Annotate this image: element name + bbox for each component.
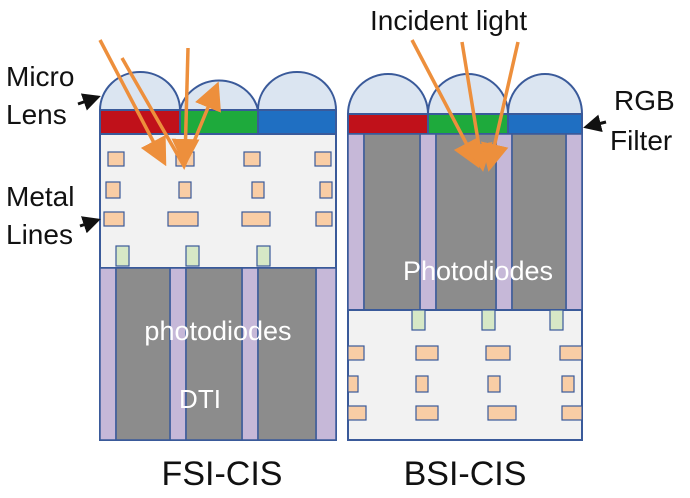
bsi-photodiodes (363, 133, 567, 311)
bsi-filter-red (347, 113, 429, 135)
fsi-photodiodes (115, 267, 317, 441)
fsi-ray-1 (98, 39, 167, 167)
fsi-cis-caption: FSI-CIS (162, 455, 283, 493)
bsi-ray-1 (410, 39, 480, 169)
fsi-lens-3 (256, 71, 338, 111)
metal-lines-label-line2: Lines (6, 219, 73, 250)
fsi-vias (115, 245, 271, 267)
fsi-photodiodes-label: photodiodes (144, 316, 291, 346)
bsi-metal-layer (347, 309, 583, 441)
bsi-color-filter (347, 113, 583, 135)
bsi-cis: Photodiodes BSI-CIS (346, 73, 584, 493)
fsi-metal-layer (99, 133, 337, 269)
rgb-filter-pointer (583, 114, 607, 133)
metal-lines-pointer (79, 216, 101, 234)
bsi-lens-1 (346, 73, 430, 115)
bsi-ray-3 (481, 41, 520, 172)
micro-lens-label-line1: Micro (6, 61, 74, 92)
bsi-dti-walls (347, 133, 583, 311)
fsi-cis: photodiodes DTI FSI-CIS (98, 71, 338, 493)
bsi-micro-lenses (346, 73, 584, 115)
incident-light-label: Incident light (370, 5, 527, 36)
bsi-filter-blue (507, 113, 583, 135)
fsi-filter-blue (257, 109, 337, 135)
bsi-vias (411, 309, 564, 331)
fsi-metal-lines (103, 151, 333, 227)
rgb-filter-label-line1: RGB (614, 85, 675, 116)
rgb-filter-label-line2: Filter (610, 125, 672, 156)
fsi-dti-walls (99, 267, 337, 441)
bsi-lens-3 (506, 73, 584, 115)
metal-lines-label-line1: Metal (6, 181, 74, 212)
bsi-ray-2 (460, 41, 493, 172)
bsi-photodiodes-label: Photodiodes (403, 256, 553, 286)
dti-label: DTI (179, 384, 221, 414)
fsi-light-rays (98, 39, 221, 170)
micro-lens-label-line2: Lens (6, 99, 67, 130)
fsi-color-filter (99, 109, 337, 135)
bsi-metal-lines (347, 345, 583, 421)
bsi-cis-caption: BSI-CIS (404, 455, 527, 493)
bsi-light-rays (410, 39, 520, 172)
fsi-filter-green (179, 109, 259, 135)
fsi-ray-3 (171, 47, 200, 167)
micro-lens-pointer (77, 93, 101, 111)
fsi-lens-2 (178, 79, 260, 111)
